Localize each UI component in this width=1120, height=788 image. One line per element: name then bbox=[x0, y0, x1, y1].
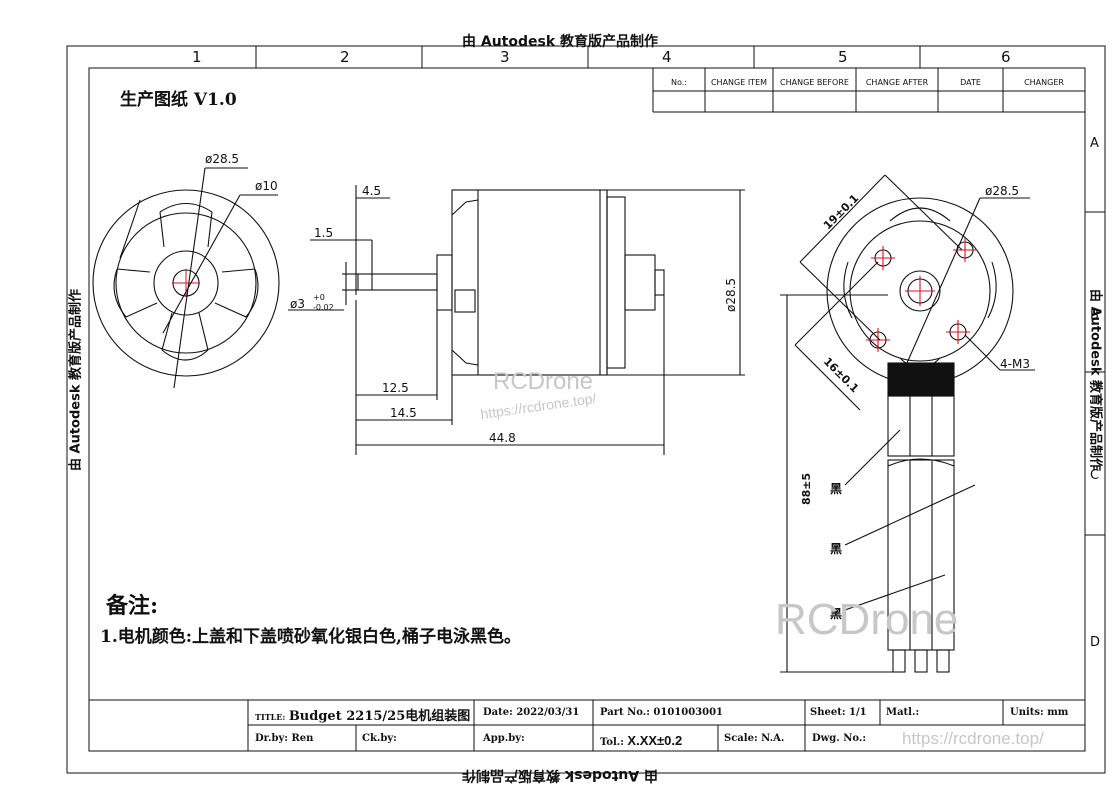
svg-text:ø3: ø3 bbox=[290, 297, 305, 311]
title-block-grid bbox=[89, 699, 1085, 751]
zone-row-c: C bbox=[1090, 468, 1100, 483]
checked-by-field: Ck.by: bbox=[362, 733, 397, 744]
part-no-field: Part No.: 0101003001 bbox=[600, 707, 723, 718]
revision-table bbox=[652, 68, 1085, 113]
units-field: Units: mm bbox=[1010, 707, 1069, 718]
svg-text:44.8: 44.8 bbox=[489, 431, 516, 445]
matl-field: Matl.: bbox=[886, 707, 920, 718]
rev-header-after: CHANGE AFTER bbox=[865, 78, 929, 87]
zone-row-b: B bbox=[1090, 308, 1099, 323]
svg-text:12.5: 12.5 bbox=[382, 381, 409, 395]
svg-text:黑: 黑 bbox=[830, 482, 842, 496]
drawn-by-field: Dr.by: Ren bbox=[255, 733, 314, 744]
zone-col-4: 4 bbox=[662, 48, 672, 66]
dwg-no-field: Dwg. No.: bbox=[812, 733, 867, 744]
svg-text:ø28.5: ø28.5 bbox=[985, 184, 1019, 198]
svg-text:1.5: 1.5 bbox=[314, 226, 333, 240]
zone-col-1: 1 bbox=[192, 48, 202, 66]
zone-row-a: A bbox=[1090, 136, 1099, 151]
side-view bbox=[288, 185, 745, 455]
rev-header-no: No.: bbox=[671, 78, 687, 87]
rev-header-before: CHANGE BEFORE bbox=[780, 78, 849, 87]
svg-text:ø28.5: ø28.5 bbox=[724, 278, 738, 312]
notes-line-1: 1.电机颜色:上盖和下盖喷砂氧化银白色,桶子电泳黑色。 bbox=[100, 627, 521, 647]
sheet-field: Sheet: 1/1 bbox=[810, 707, 867, 718]
drawing-title: 生产图纸 V1.0 bbox=[120, 90, 237, 110]
front-inner-dim: ø10 bbox=[255, 179, 278, 193]
scale-field: Scale: N.A. bbox=[724, 733, 785, 744]
svg-text:19±0.1: 19±0.1 bbox=[821, 192, 861, 232]
outer-frame bbox=[66, 45, 1106, 774]
svg-text:-0.02: -0.02 bbox=[313, 303, 334, 312]
svg-text:88±5: 88±5 bbox=[800, 473, 813, 505]
notes-heading: 备注: bbox=[106, 593, 159, 619]
svg-text:黑: 黑 bbox=[830, 542, 842, 556]
rcdrone-watermark-small: RCDrone bbox=[493, 368, 594, 395]
zone-col-6: 6 bbox=[1001, 48, 1011, 66]
svg-text:16±0.1: 16±0.1 bbox=[821, 355, 861, 395]
svg-text:黑: 黑 bbox=[830, 607, 842, 621]
svg-text:+0: +0 bbox=[313, 293, 325, 302]
zone-col-5: 5 bbox=[838, 48, 848, 66]
zone-col-2: 2 bbox=[340, 48, 350, 66]
svg-text:4.5: 4.5 bbox=[362, 184, 381, 198]
svg-text:4-M3: 4-M3 bbox=[1000, 357, 1030, 371]
front-view bbox=[92, 167, 280, 389]
rev-header-changer: CHANGER bbox=[1024, 78, 1064, 87]
tolerance-field: Tol.: X.XX±0.2 bbox=[600, 733, 683, 748]
zone-col-3: 3 bbox=[500, 48, 510, 66]
front-outer-dim: ø28.5 bbox=[205, 152, 239, 166]
title-label: TITLE: Budget 2215/25电机组装图 bbox=[255, 709, 471, 724]
zone-row-d: D bbox=[1090, 635, 1101, 650]
rev-header-date: DATE bbox=[960, 78, 981, 87]
svg-text:14.5: 14.5 bbox=[390, 406, 417, 420]
inner-frame bbox=[88, 67, 1086, 752]
rcdrone-url-footer: https://rcdrone.top/ bbox=[902, 729, 1044, 748]
approved-by-field: App.by: bbox=[483, 733, 525, 744]
rcdrone-watermark-large: RCDrone bbox=[775, 595, 959, 644]
rear-view bbox=[780, 174, 1035, 673]
date-field: Date: 2022/03/31 bbox=[483, 707, 580, 718]
rev-header-item: CHANGE ITEM bbox=[710, 78, 768, 87]
